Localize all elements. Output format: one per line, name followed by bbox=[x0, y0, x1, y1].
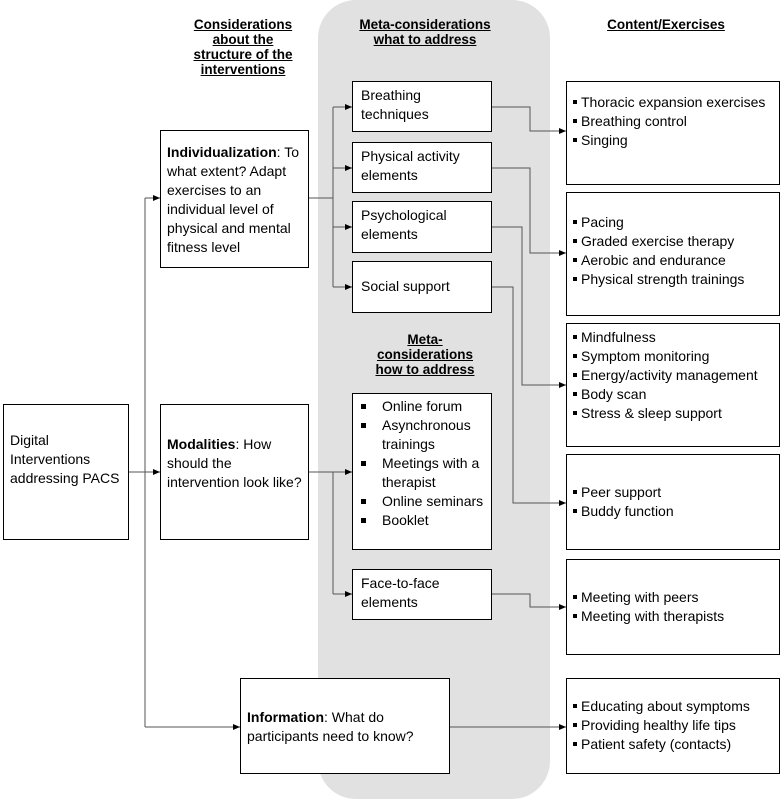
content-information-box: Educating about symptoms Providing healt… bbox=[566, 678, 780, 774]
individualization-text: : To what extent? Adapt exercises to an … bbox=[167, 144, 299, 255]
information-box: Information: What do participants need t… bbox=[240, 678, 450, 774]
root-box: Digital Interventions addressing PACS bbox=[3, 404, 129, 540]
list-item: Symptom monitoring bbox=[573, 347, 773, 366]
meta-what-breathing-label: Breathing techniques bbox=[361, 87, 429, 122]
meta-what-social-label: Social support bbox=[361, 278, 450, 294]
list-item: Buddy function bbox=[573, 502, 773, 521]
list-item: Meeting with peers bbox=[573, 588, 773, 607]
list-item: Meeting with therapists bbox=[573, 607, 773, 626]
header-meta-what: Meta-considerations what to address bbox=[359, 17, 491, 47]
list-item: Educating about symptoms bbox=[573, 697, 773, 716]
list-item: Singing bbox=[573, 131, 773, 150]
face-to-face-label: Face-to-face elements bbox=[361, 575, 440, 610]
list-item: Asynchronous trainings bbox=[357, 416, 487, 454]
content-psychological-box: Mindfulness Symptom monitoring Energy/ac… bbox=[566, 323, 780, 447]
meta-what-physical: Physical activity elements bbox=[352, 142, 492, 193]
list-item: Pacing bbox=[573, 213, 773, 232]
individualization-title: Individualization bbox=[167, 144, 277, 160]
list-item: Mindfulness bbox=[573, 328, 773, 347]
modalities-title: Modalities bbox=[167, 436, 236, 452]
root-label: Digital Interventions addressing PACS bbox=[10, 432, 120, 486]
list-item: Physical strength trainings bbox=[573, 270, 773, 289]
list-item: Providing healthy life tips bbox=[573, 716, 773, 735]
list-item: Body scan bbox=[573, 385, 773, 404]
information-title: Information bbox=[247, 709, 324, 725]
list-item: Graded exercise therapy bbox=[573, 232, 773, 251]
list-item: Aerobic and endurance bbox=[573, 251, 773, 270]
list-item: Online seminars bbox=[357, 492, 487, 511]
list-item: Breathing control bbox=[573, 112, 773, 131]
header-content: Content/Exercises bbox=[607, 17, 725, 32]
meta-what-social: Social support bbox=[352, 261, 492, 313]
content-physical-box: Pacing Graded exercise therapy Aerobic a… bbox=[566, 192, 780, 316]
meta-what-physical-label: Physical activity elements bbox=[361, 148, 460, 183]
list-item: Online forum bbox=[357, 397, 487, 416]
list-item: Meetings with a therapist bbox=[357, 454, 487, 492]
meta-how-list-box: Online forum Asynchronous trainings Meet… bbox=[352, 393, 492, 550]
list-item: Patient safety (contacts) bbox=[573, 735, 773, 754]
meta-what-psychological-label: Psychological elements bbox=[361, 207, 447, 242]
list-item: Peer support bbox=[573, 483, 773, 502]
individualization-box: Individualization: To what extent? Adapt… bbox=[160, 130, 309, 268]
face-to-face-box: Face-to-face elements bbox=[352, 569, 492, 620]
list-item: Stress & sleep support bbox=[573, 404, 773, 423]
list-item: Energy/activity management bbox=[573, 366, 773, 385]
meta-how-list: Online forum Asynchronous trainings Meet… bbox=[357, 397, 487, 530]
list-item: Booklet bbox=[357, 511, 487, 530]
header-meta-how: Meta-considerations how to address bbox=[375, 332, 475, 377]
content-social-box: Peer support Buddy function bbox=[566, 454, 780, 550]
modalities-text: : How should the intervention look like? bbox=[167, 436, 302, 490]
meta-what-psychological: Psychological elements bbox=[352, 201, 492, 253]
meta-what-breathing: Breathing techniques bbox=[352, 81, 492, 132]
list-item: Thoracic expansion exercises bbox=[573, 93, 773, 112]
modalities-box: Modalities: How should the intervention … bbox=[160, 404, 309, 540]
content-breathing-box: Thoracic expansion exercises Breathing c… bbox=[566, 81, 780, 185]
header-structure: Considerations about the structure of th… bbox=[193, 17, 293, 77]
content-face-box: Meeting with peers Meeting with therapis… bbox=[566, 559, 780, 655]
information-text: : What do participants need to know? bbox=[247, 709, 414, 744]
